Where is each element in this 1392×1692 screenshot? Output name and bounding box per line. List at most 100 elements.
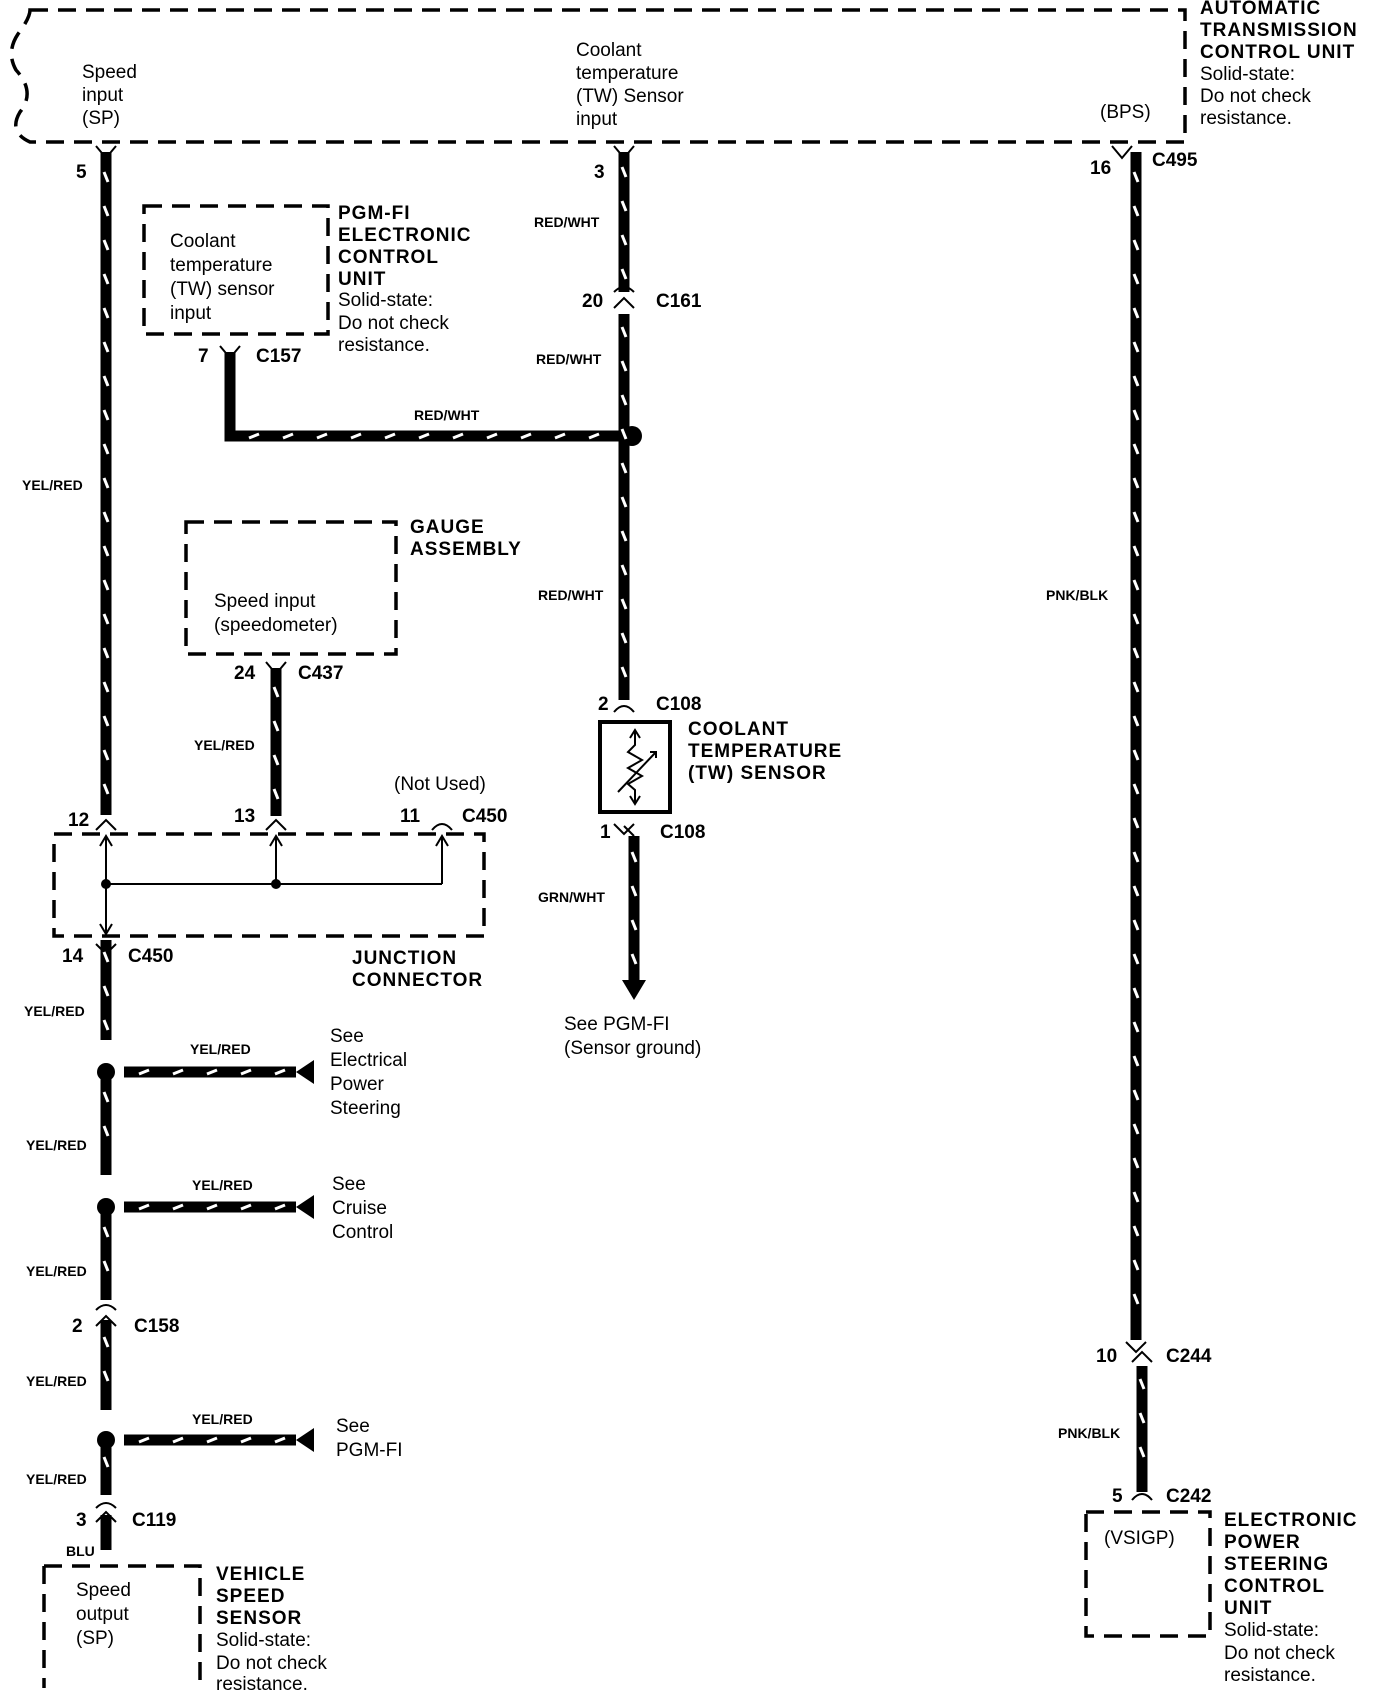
- arrow-left-icon: [296, 1060, 314, 1084]
- pin-10: 10: [1096, 1346, 1117, 1367]
- wire-stripe: [248, 432, 260, 440]
- wire-stripe: [102, 1260, 110, 1272]
- svg-text:temperature: temperature: [170, 255, 272, 276]
- tcu-coolant-input-label: Coolant temperature (TW) Sensor input: [576, 40, 684, 130]
- tcu-speed-input-label: Speed input (SP): [82, 62, 137, 129]
- wire-stripe: [138, 1068, 150, 1076]
- pin-11: 11: [400, 806, 421, 827]
- wire-stripe: [102, 443, 110, 455]
- connector-chevron: [95, 145, 117, 160]
- pgmfi-title: PGM-FI ELECTRONIC CONTROL UNIT: [338, 203, 471, 290]
- wire-stripe: [240, 1068, 252, 1076]
- wire-stripe: [588, 432, 600, 440]
- wire-stripe: [620, 632, 628, 644]
- gauge-title: GAUGE ASSEMBLY: [410, 517, 522, 560]
- svg-text:(SP): (SP): [82, 108, 120, 129]
- connector-c495: C495: [1152, 150, 1198, 171]
- svg-text:POWER: POWER: [1224, 1532, 1301, 1553]
- wire-stripe: [272, 720, 280, 732]
- wire-stripe: [1132, 273, 1140, 285]
- wire-stripe: [1132, 239, 1140, 251]
- gauge-box: [184, 520, 398, 656]
- wire-stripe: [554, 432, 566, 440]
- wire-stripe: [102, 1226, 110, 1238]
- connector-c161: C161: [656, 291, 702, 312]
- wire-stripe: [620, 496, 628, 508]
- eps-title: ELECTRONIC POWER STEERING CONTROL UNIT: [1224, 1510, 1358, 1619]
- wire-stripe: [172, 1068, 184, 1076]
- svg-text:Solid-state:: Solid-state:: [338, 290, 433, 311]
- connector-chevron: [1111, 145, 1133, 160]
- connector-chevron: [613, 823, 635, 836]
- wire-stripe: [384, 432, 396, 440]
- svg-text:(TW) SENSOR: (TW) SENSOR: [688, 763, 827, 784]
- pgmfi-box: [142, 204, 330, 336]
- pin-7: 7: [198, 346, 209, 367]
- wire-stripe: [620, 360, 628, 372]
- connector-chevron: [95, 1314, 117, 1327]
- wire-stripe: [102, 477, 110, 489]
- svg-text:CONTROL: CONTROL: [338, 247, 439, 268]
- pin-5-c242: 5: [1112, 1486, 1123, 1507]
- wire-stripe: [620, 200, 628, 212]
- svg-text:COOLANT: COOLANT: [688, 719, 789, 740]
- wire-stripe: [282, 432, 294, 440]
- connector-chevron: [265, 818, 287, 831]
- wire-label: YEL/RED: [190, 1041, 251, 1057]
- wire-stripe: [620, 166, 628, 178]
- eps-input-label: (VSIGP): [1104, 1528, 1175, 1549]
- wire-stripe: [1132, 681, 1140, 693]
- wire-stripe: [1132, 545, 1140, 557]
- arrow-left-icon: [296, 1428, 314, 1452]
- wire-stripe: [274, 1203, 286, 1211]
- wire-stripe: [452, 432, 464, 440]
- wire-stripe: [138, 1203, 150, 1211]
- wire-stripe: [1138, 1412, 1146, 1424]
- wire-stripe: [620, 268, 628, 280]
- wire-stripe: [102, 1370, 110, 1382]
- svg-text:input: input: [170, 303, 212, 324]
- pin-2: 2: [598, 694, 609, 715]
- wire-stripe: [1132, 579, 1140, 591]
- svg-text:input: input: [576, 109, 618, 130]
- svg-text:Electrical: Electrical: [330, 1050, 407, 1071]
- wire-stripe: [1132, 1293, 1140, 1305]
- svg-text:ELECTRONIC: ELECTRONIC: [1224, 1510, 1358, 1531]
- vss-box: [42, 1564, 202, 1688]
- wire-stripe: [1132, 817, 1140, 829]
- svg-text:ASSEMBLY: ASSEMBLY: [410, 539, 522, 560]
- wire-label: BLU: [66, 1543, 95, 1559]
- svg-text:CONTROL UNIT: CONTROL UNIT: [1200, 42, 1355, 63]
- wire-stripe: [1132, 511, 1140, 523]
- svg-text:GAUGE: GAUGE: [410, 517, 485, 538]
- wire-stripe: [102, 273, 110, 285]
- wire-stripe: [1132, 1225, 1140, 1237]
- wire-label: YEL/RED: [24, 1003, 85, 1019]
- wire-stripe: [1132, 375, 1140, 387]
- connector-chevron: [95, 1502, 117, 1509]
- wire-label: YEL/RED: [26, 1471, 87, 1487]
- wire-stripe: [620, 666, 628, 678]
- wire-stripe: [1132, 783, 1140, 795]
- svg-text:Cruise: Cruise: [332, 1198, 387, 1219]
- wire-stripe: [1132, 409, 1140, 421]
- wire-stripe: [1132, 307, 1140, 319]
- svg-text:JUNCTION: JUNCTION: [352, 948, 457, 969]
- pin-14: 14: [62, 946, 84, 967]
- svg-text:Speed input: Speed input: [214, 591, 316, 612]
- wire-stripe: [102, 985, 110, 997]
- wire-stripe: [630, 851, 638, 863]
- svg-text:Solid-state:: Solid-state:: [1224, 1620, 1319, 1641]
- splice-dot: [97, 1431, 115, 1449]
- wire-label: YEL/RED: [192, 1177, 253, 1193]
- wire-stripe: [620, 234, 628, 246]
- wire-stripe: [102, 545, 110, 557]
- wire-stripe: [316, 432, 328, 440]
- svg-text:TRANSMISSION: TRANSMISSION: [1200, 20, 1358, 41]
- svg-text:Coolant: Coolant: [576, 40, 642, 61]
- wire-stripe: [1132, 987, 1140, 999]
- wire-stripe: [102, 1091, 110, 1103]
- connector-chevron: [95, 818, 117, 831]
- connector-c108-bottom: C108: [660, 822, 705, 843]
- wire-stripe: [102, 613, 110, 625]
